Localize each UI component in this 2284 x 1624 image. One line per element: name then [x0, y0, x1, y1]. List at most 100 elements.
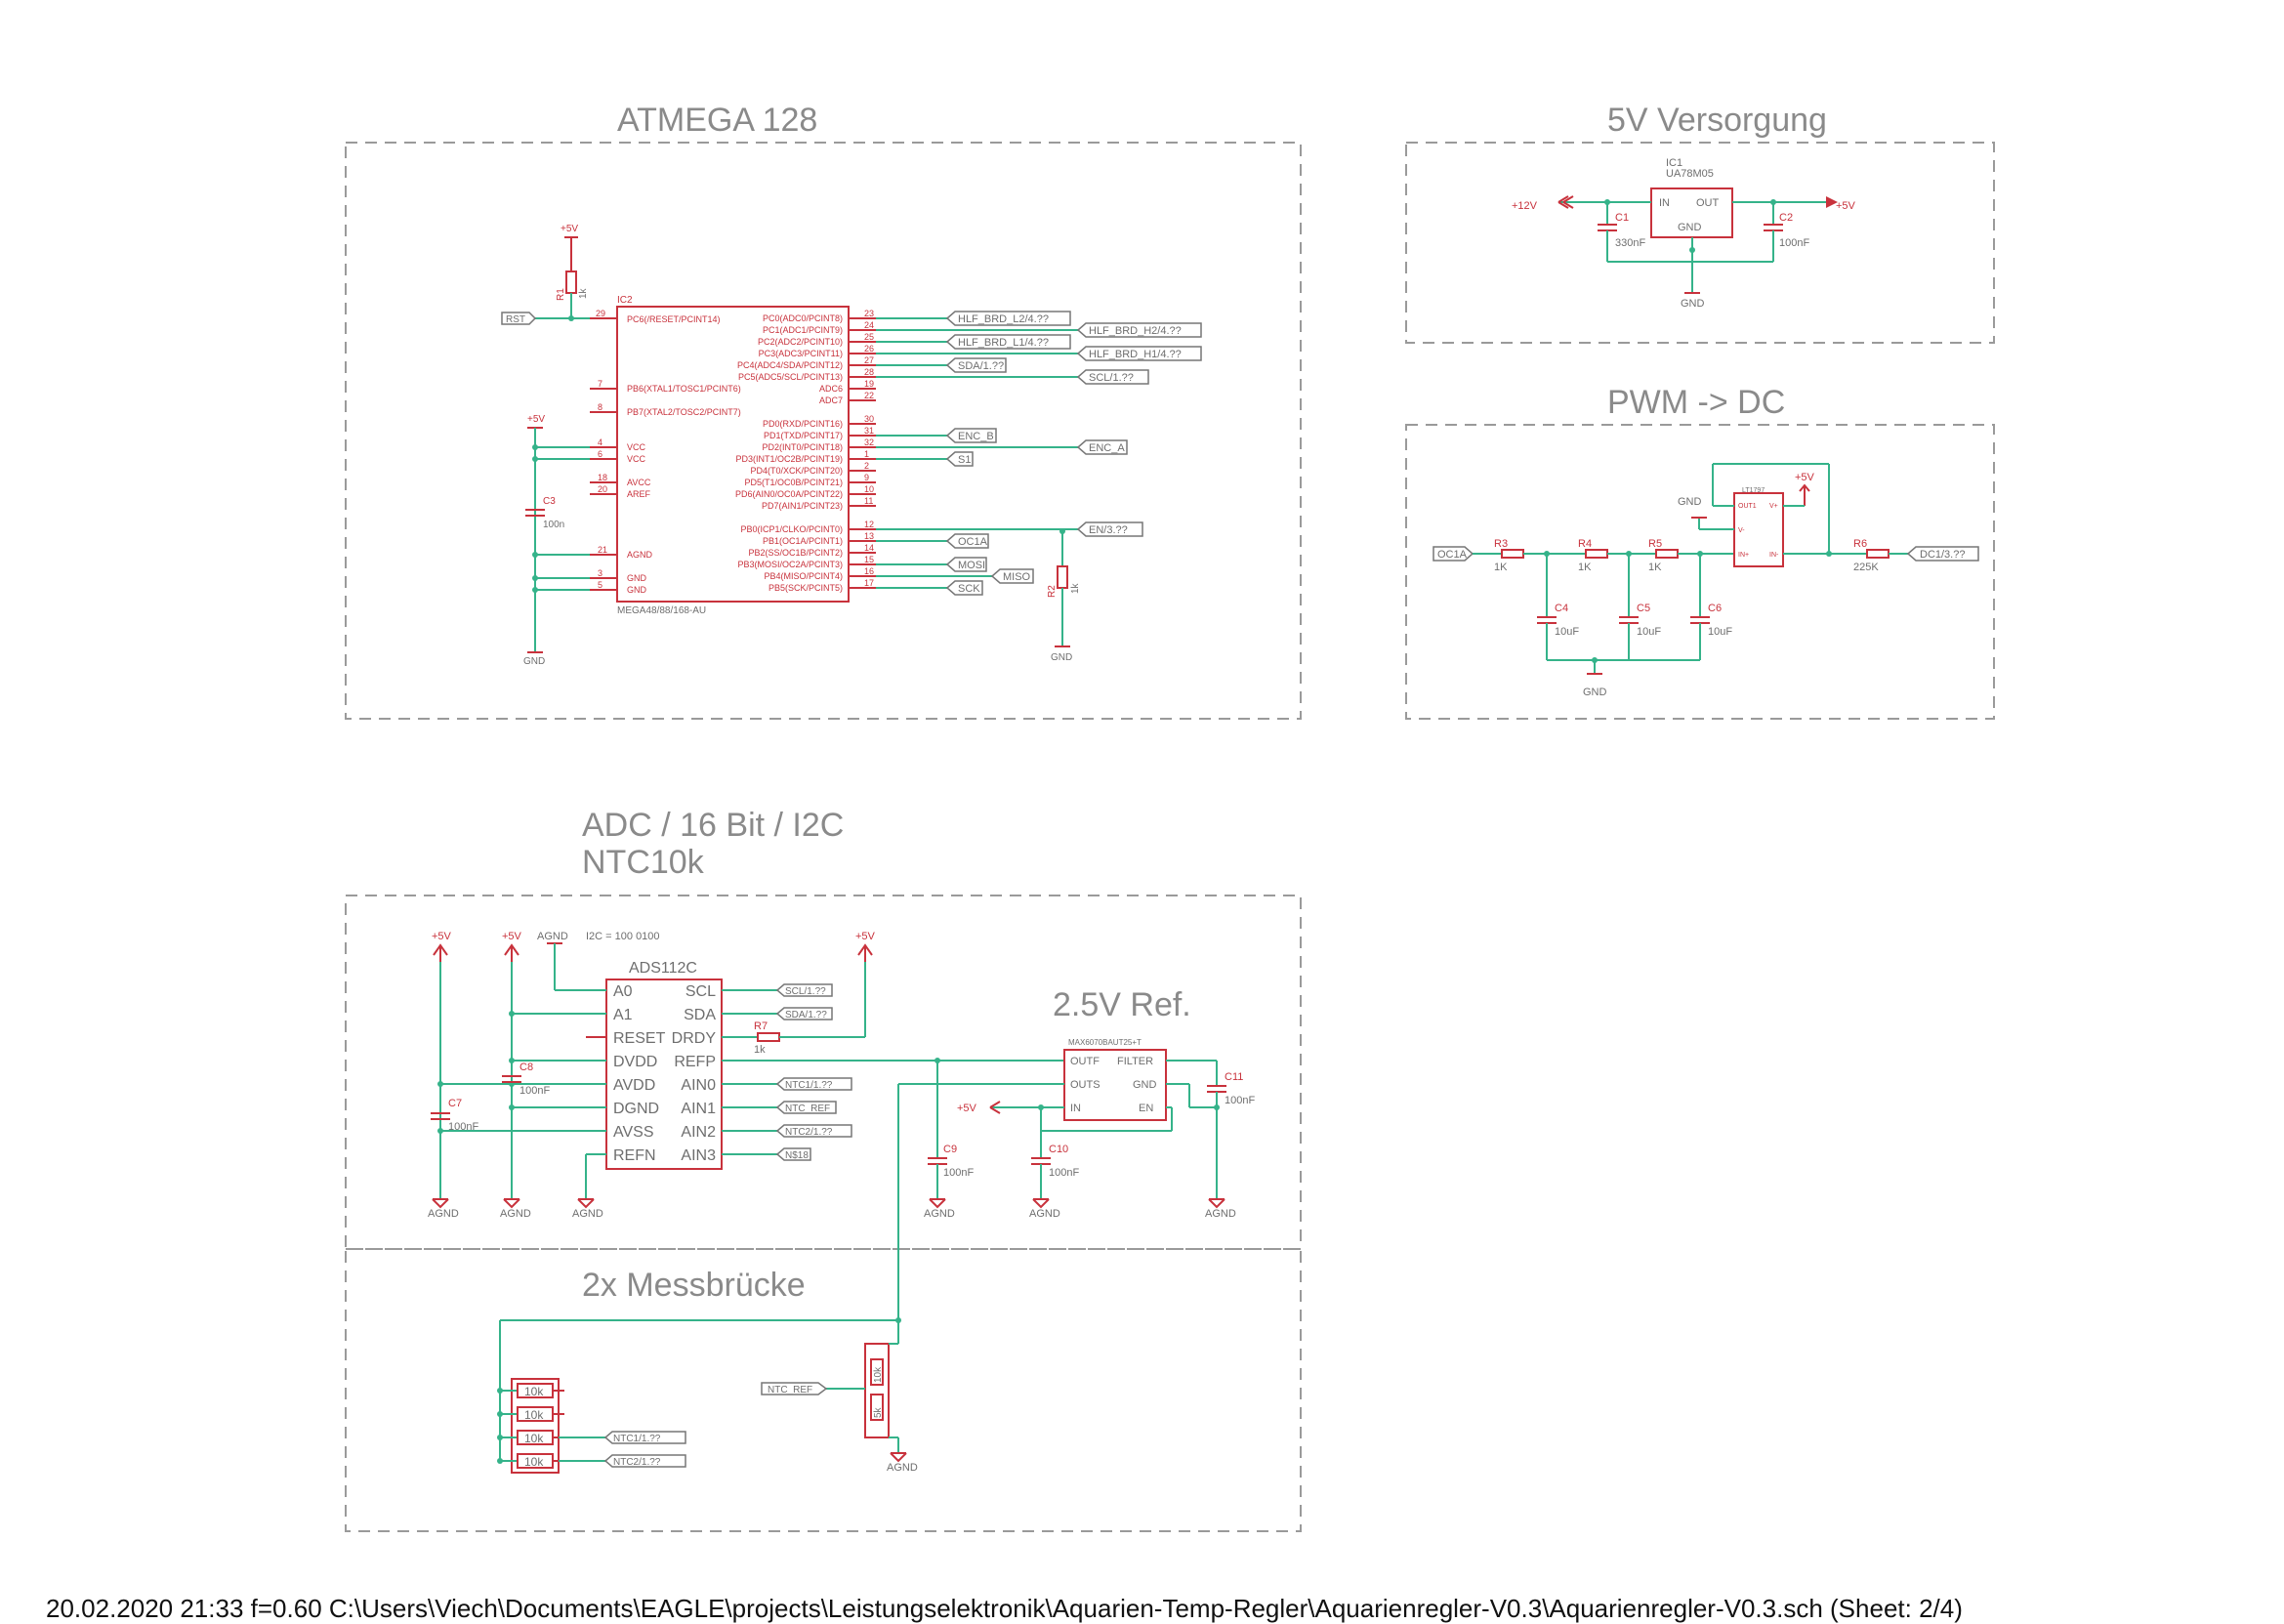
c3-label: C3 — [543, 496, 556, 507]
r3-label: R3 — [1494, 538, 1508, 550]
mcu-pin-num: 13 — [864, 531, 874, 541]
mcu-net-label — [945, 580, 983, 596]
frame-supply — [1405, 142, 1995, 344]
mcu-pin-name: PC4(ADC4/SDA/PCINT12) — [737, 360, 843, 370]
sheet-footer: 20.02.2020 21:33 f=0.60 C:\Users\Viech\D… — [46, 1594, 1963, 1623]
r5-value: 1K — [1648, 562, 1662, 573]
mcu-left-pin-num: 21 — [598, 545, 607, 555]
mcu-pin-name: PB1(OC1A/PCINT1) — [763, 536, 843, 546]
supply-circuit: IC1 UA78M05 IN OUT GND +12V +5V C1 330nF… — [1512, 157, 1856, 310]
mcu-pin-num: 24 — [864, 320, 874, 330]
c5-label: C5 — [1637, 603, 1650, 614]
c7-value: 100nF — [448, 1121, 478, 1133]
mcu-pin-name: ADC7 — [819, 396, 843, 405]
c10-label: C10 — [1049, 1144, 1068, 1155]
bridge-net-ntcref-text: NTC_REF — [768, 1385, 812, 1395]
title-pwm: PWM -> DC — [1607, 384, 1785, 421]
mcu-pin-name: PD0(RXD/PCINT16) — [763, 419, 843, 429]
opamp-part: LT1797 — [1742, 487, 1765, 494]
adc-net-sda — [775, 1007, 833, 1020]
mcu-left-pin-name: PB6(XTAL1/TOSC1/PCINT6) — [627, 384, 741, 394]
mcu-pin-name: PB4(MISO/PCINT4) — [764, 571, 843, 581]
bridge-resistor-value: 10k — [524, 1385, 544, 1398]
mcu-pin-num: 15 — [864, 555, 874, 564]
r2-value: 1k — [1070, 582, 1081, 594]
mcu-net-text: SCL/1.?? — [1089, 372, 1134, 384]
adc-net-ntc2-text: NTC2/1.?? — [785, 1127, 833, 1138]
mcu-pin-num: 23 — [864, 309, 874, 318]
r1-resistor — [565, 271, 577, 294]
opamp-inn: IN- — [1769, 552, 1779, 559]
adc-pin-left: REFN — [613, 1147, 656, 1164]
mcu-left-pin-num: 18 — [598, 473, 607, 482]
mcu-reset-num: 29 — [596, 309, 605, 318]
frame-adc — [345, 895, 1302, 1250]
mcu-left-pin-name: AVCC — [627, 478, 651, 487]
pwm-input-text: OC1A — [1437, 549, 1468, 561]
mcu-left-pin-name: AGND — [627, 550, 653, 560]
mcu-body — [616, 306, 850, 603]
c8-value: 100nF — [519, 1085, 550, 1097]
bridge-resistor-value: 10k — [524, 1432, 544, 1445]
mcu-net-text: ENC_B — [958, 431, 994, 442]
mcu-net-label — [945, 557, 987, 572]
pwm-gnd: GND — [1583, 687, 1607, 698]
mcu-refdes: IC2 — [617, 295, 633, 306]
pwm-vcc: +5V — [1795, 472, 1815, 483]
adc-agnd-1: AGND — [428, 1208, 459, 1220]
r6-label: R6 — [1853, 538, 1867, 550]
bridge-agnd: AGND — [887, 1462, 918, 1474]
adc-agnd-top: AGND — [537, 931, 568, 942]
c2-value: 100nF — [1779, 237, 1809, 249]
mcu-pin-num: 28 — [864, 367, 874, 377]
adc-pin-right: AIN1 — [681, 1101, 716, 1117]
mcu-left-pin-num: 3 — [598, 568, 602, 578]
mcu-pin-name: PD2(INT0/PCINT18) — [762, 442, 843, 452]
adc-pin-right: DRDY — [672, 1030, 717, 1047]
adc-net-sda-text: SDA/1.?? — [785, 1010, 827, 1020]
mcu-pin-name: PB5(SCK/PCINT5) — [768, 583, 843, 593]
supply-vin: +12V — [1512, 200, 1538, 212]
mcu-pin-name: PD4(T0/XCK/PCINT20) — [750, 466, 843, 476]
mcu-net-label — [1076, 346, 1202, 361]
c11-value: 100nF — [1225, 1095, 1255, 1106]
ref-filter: FILTER — [1117, 1056, 1153, 1067]
c5-value: 10uF — [1637, 626, 1661, 638]
title-supply: 5V Versorgung — [1607, 102, 1827, 139]
r6-resistor — [1866, 549, 1889, 559]
r3-value: 1K — [1494, 562, 1508, 573]
adc-net-ntc1-text: NTC1/1.?? — [785, 1080, 833, 1091]
mcu-pin-name: PC1(ADC1/PCINT9) — [763, 325, 843, 335]
mcu-reset-pin: PC6(/RESET/PCINT14) — [627, 314, 721, 324]
mcu-net-label — [945, 311, 1071, 326]
adc-agnd-2: AGND — [500, 1208, 531, 1220]
bridge-net-ntc2 — [603, 1454, 686, 1468]
mcu-net-label — [1076, 369, 1149, 385]
mcu-net-text: MOSI — [958, 560, 985, 571]
mcu-part: MEGA48/88/168-AU — [617, 605, 706, 616]
mcu-net-label — [945, 428, 997, 443]
mcu-net-label — [945, 334, 1071, 350]
regulator-out: OUT — [1696, 197, 1720, 209]
adc-pin-right: AIN0 — [681, 1077, 716, 1094]
adc-net-ntc1 — [775, 1077, 852, 1091]
rst-net-label — [501, 312, 537, 325]
adc-net-ntcref-text: NTC_REF — [785, 1103, 830, 1114]
r7-value: 1k — [754, 1044, 766, 1056]
mcu-pin-num: 2 — [864, 461, 869, 471]
adc-net-ntcref — [775, 1101, 837, 1114]
mcu-pin-name: PD5(T1/OC0B/PCINT21) — [744, 478, 843, 487]
mcu-pin-name: ADC6 — [819, 384, 843, 394]
r7-label: R7 — [754, 1020, 768, 1032]
mcu-left-pin-num: 6 — [598, 449, 602, 459]
ref-en: EN — [1139, 1103, 1153, 1114]
mcu-vcc-r1: +5V — [561, 224, 578, 234]
supply-vout: +5V — [1836, 200, 1856, 212]
r2-resistor — [1057, 565, 1068, 589]
adc-pin-right: AIN2 — [681, 1124, 716, 1141]
bridge-net-ntc1-text: NTC1/1.?? — [613, 1434, 661, 1444]
mcu-net-text: HLF_BRD_H2/4.?? — [1089, 325, 1182, 337]
pwm-gnd-top: GND — [1678, 496, 1702, 508]
